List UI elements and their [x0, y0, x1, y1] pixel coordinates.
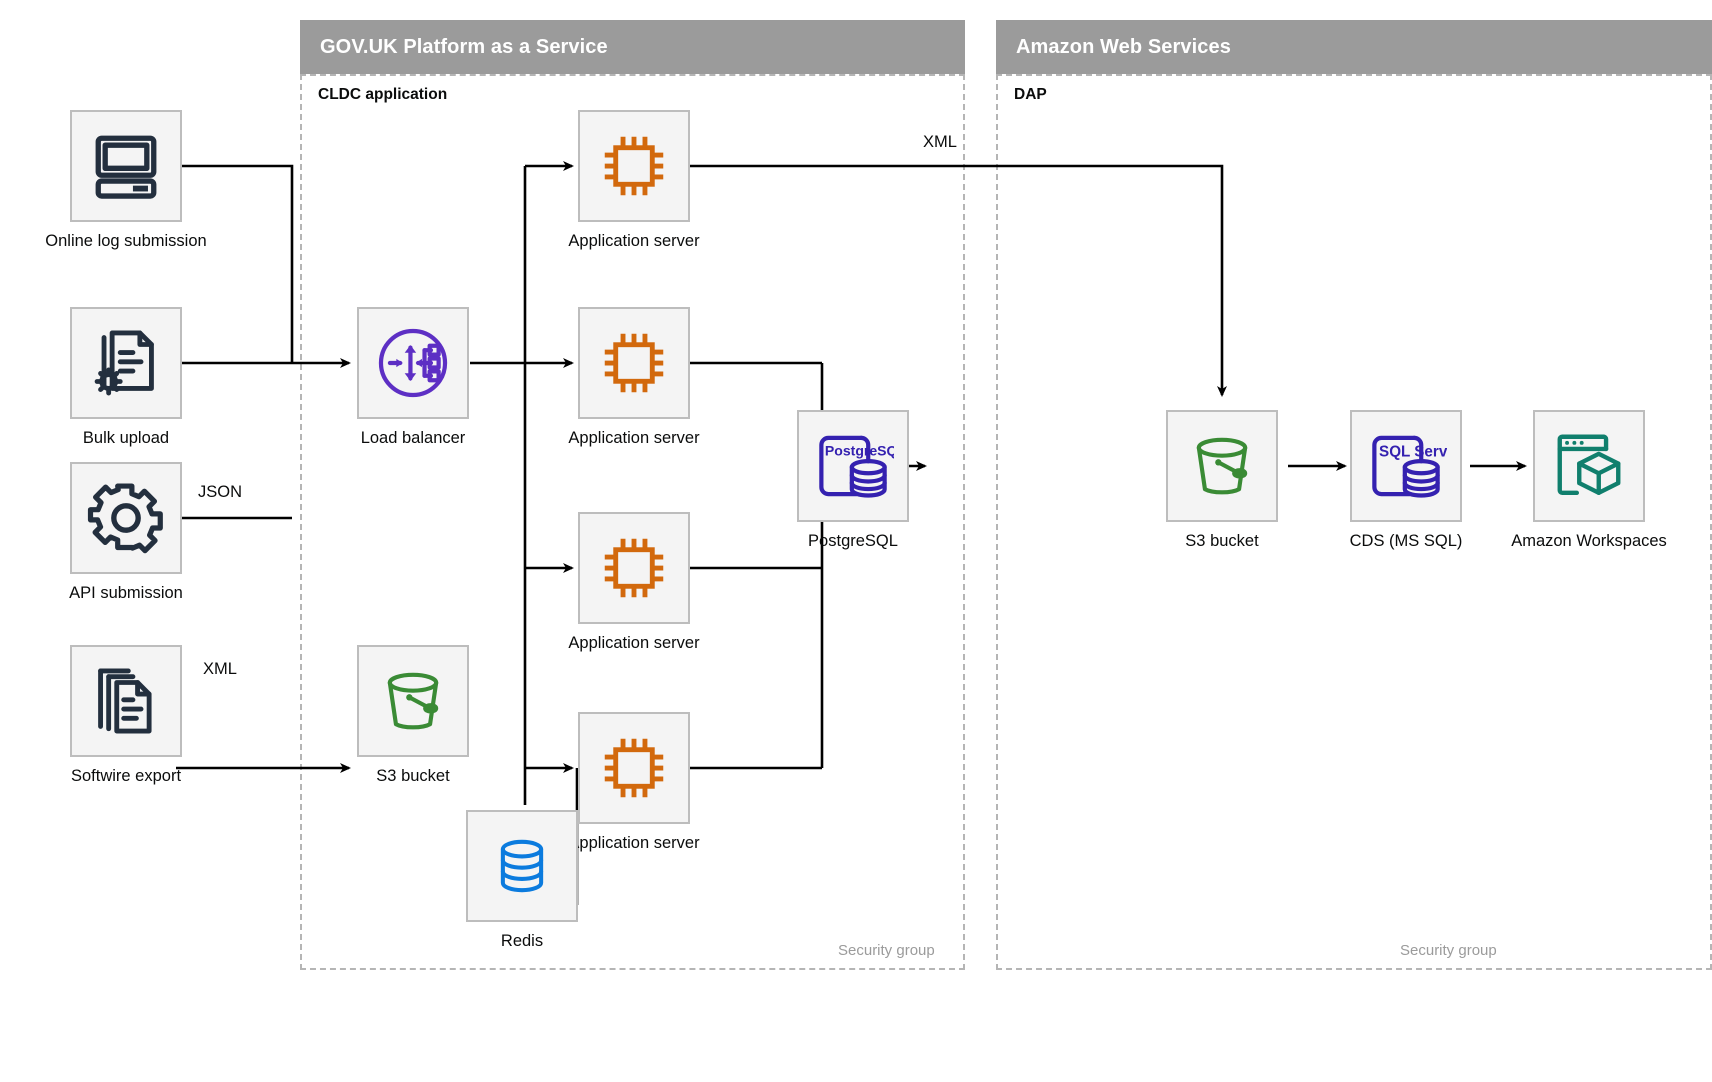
redis-database-icon — [466, 810, 578, 922]
node-bulk-upload[interactable]: Bulk upload — [70, 307, 182, 447]
node-s3-bucket-paas[interactable]: S3 bucket — [357, 645, 469, 785]
node-amazon-workspaces[interactable]: Amazon Workspaces — [1511, 410, 1667, 550]
node-online-log-submission[interactable]: Online log submission — [45, 110, 207, 250]
node-label: Application server — [568, 634, 700, 652]
node-label: Softwire export — [70, 767, 182, 785]
cpu-chip-icon — [578, 110, 690, 222]
node-label: Redis — [500, 932, 544, 950]
bucket-icon — [1166, 410, 1278, 522]
workspaces-window-cube-icon — [1533, 410, 1645, 522]
node-label: API submission — [69, 584, 183, 602]
node-softwire-export[interactable]: Softwire export — [70, 645, 182, 785]
node-redis[interactable]: Redis — [466, 810, 578, 950]
security-group-label-aws: Security group — [1400, 942, 1497, 959]
group-header-paas: GOV.UK Platform as a Service — [300, 20, 965, 74]
node-app-server-4[interactable]: Application server — [568, 712, 700, 852]
group-title-aws: Amazon Web Services — [1016, 35, 1231, 58]
node-label: Application server — [568, 834, 700, 852]
node-label: CDS (MS SQL) — [1349, 532, 1463, 550]
documents-stack-icon — [70, 645, 182, 757]
node-load-balancer[interactable]: Load balancer — [357, 307, 469, 447]
node-label: Application server — [568, 232, 700, 250]
security-group-label-paas: Security group — [838, 942, 935, 959]
node-label: PostgreSQL — [808, 532, 898, 550]
cpu-chip-icon — [578, 307, 690, 419]
node-api-submission[interactable]: API submission — [69, 462, 183, 602]
node-label: Application server — [568, 429, 700, 447]
group-title-paas: GOV.UK Platform as a Service — [320, 35, 608, 58]
node-cds-ms-sql[interactable]: SQL Server CDS (MS SQL) — [1350, 410, 1462, 550]
node-app-server-3[interactable]: Application server — [568, 512, 700, 652]
gear-icon — [70, 462, 182, 574]
sql-server-database-icon: SQL Server — [1350, 410, 1462, 522]
desktop-computer-icon — [70, 110, 182, 222]
svg-text:SQL Server: SQL Server — [1379, 444, 1447, 461]
bucket-icon — [357, 645, 469, 757]
security-group-aws — [996, 74, 1712, 970]
edge-label-json: JSON — [194, 483, 247, 502]
node-label: Amazon Workspaces — [1511, 532, 1667, 550]
node-postgresql[interactable]: PostgreSQL PostgreSQL — [797, 410, 909, 550]
svg-text:PostgreSQL: PostgreSQL — [825, 442, 894, 458]
edge-label-xml-in: XML — [199, 660, 241, 679]
node-app-server-1[interactable]: Application server — [568, 110, 700, 250]
cpu-chip-icon — [578, 712, 690, 824]
load-balancer-icon — [357, 307, 469, 419]
group-header-aws: Amazon Web Services — [996, 20, 1712, 74]
node-label: Bulk upload — [82, 429, 170, 447]
node-label: S3 bucket — [376, 767, 450, 785]
security-group-paas — [300, 74, 965, 970]
edge-label-xml-out: XML — [919, 133, 961, 152]
node-label: Load balancer — [360, 429, 466, 447]
postgresql-database-icon: PostgreSQL — [797, 410, 909, 522]
node-app-server-2[interactable]: Application server — [568, 307, 700, 447]
document-gear-icon — [70, 307, 182, 419]
node-label: Online log submission — [45, 232, 207, 250]
cpu-chip-icon — [578, 512, 690, 624]
node-label: S3 bucket — [1185, 532, 1259, 550]
inner-label-dap: DAP — [1014, 86, 1047, 103]
inner-label-cldc: CLDC application — [318, 86, 448, 103]
node-s3-bucket-aws[interactable]: S3 bucket — [1166, 410, 1278, 550]
